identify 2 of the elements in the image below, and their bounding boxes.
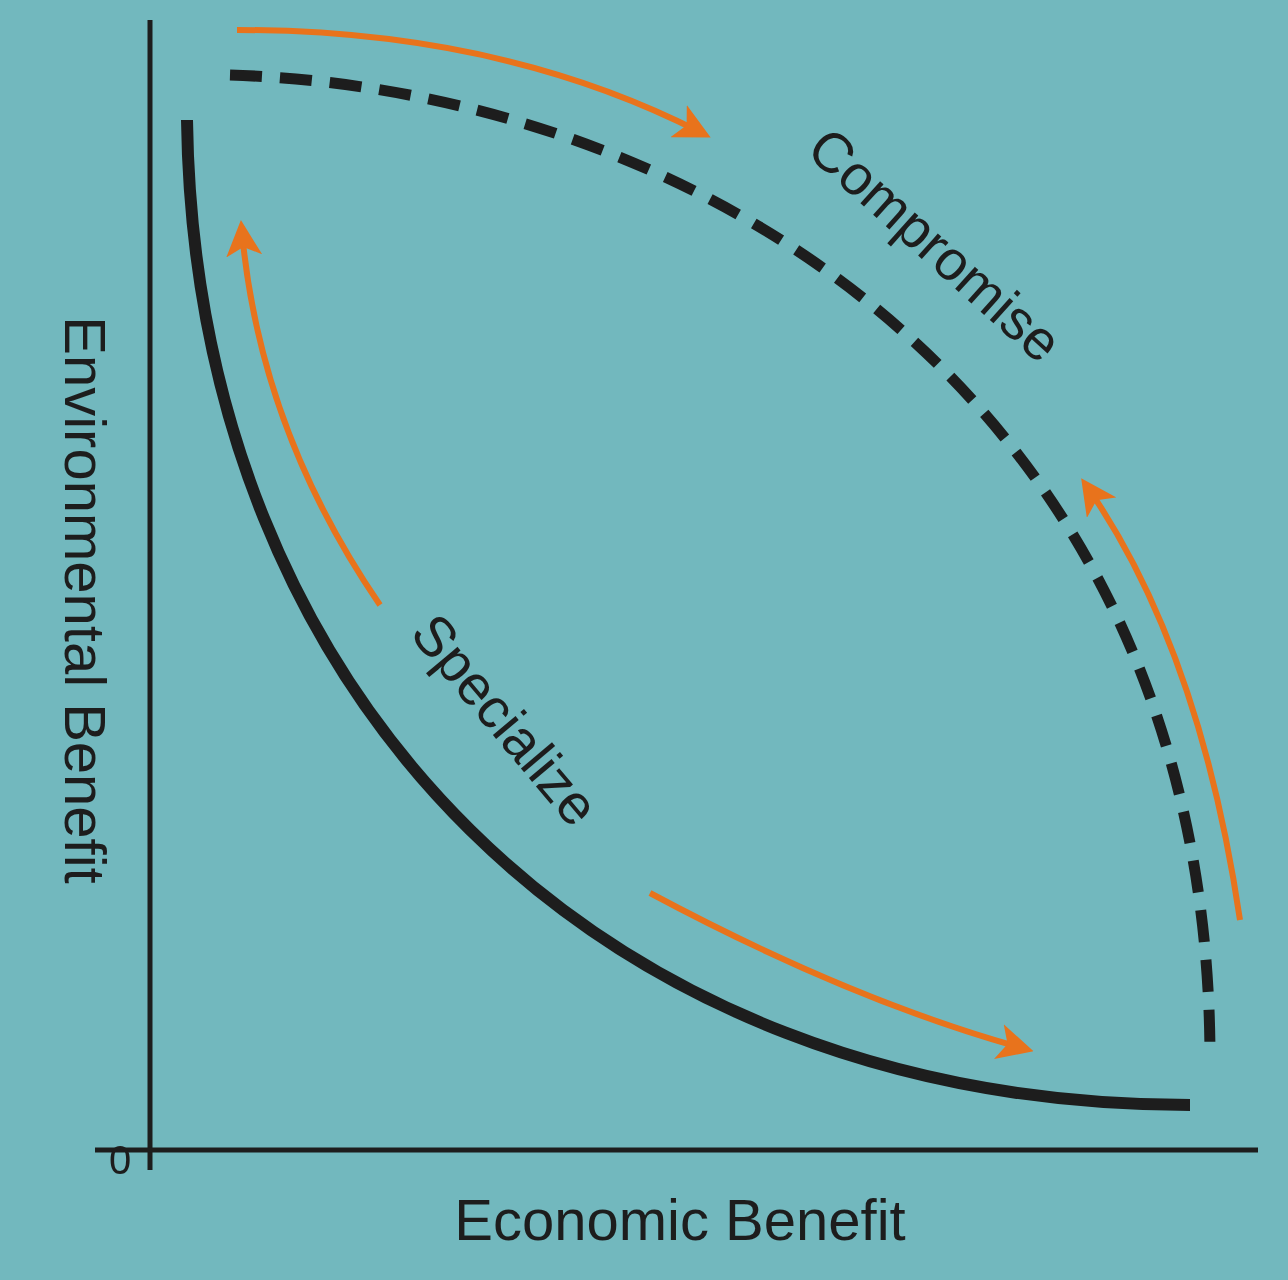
axis-title: Economic Benefit — [454, 1187, 906, 1252]
axis-title: Environmental Benefit — [53, 316, 118, 884]
